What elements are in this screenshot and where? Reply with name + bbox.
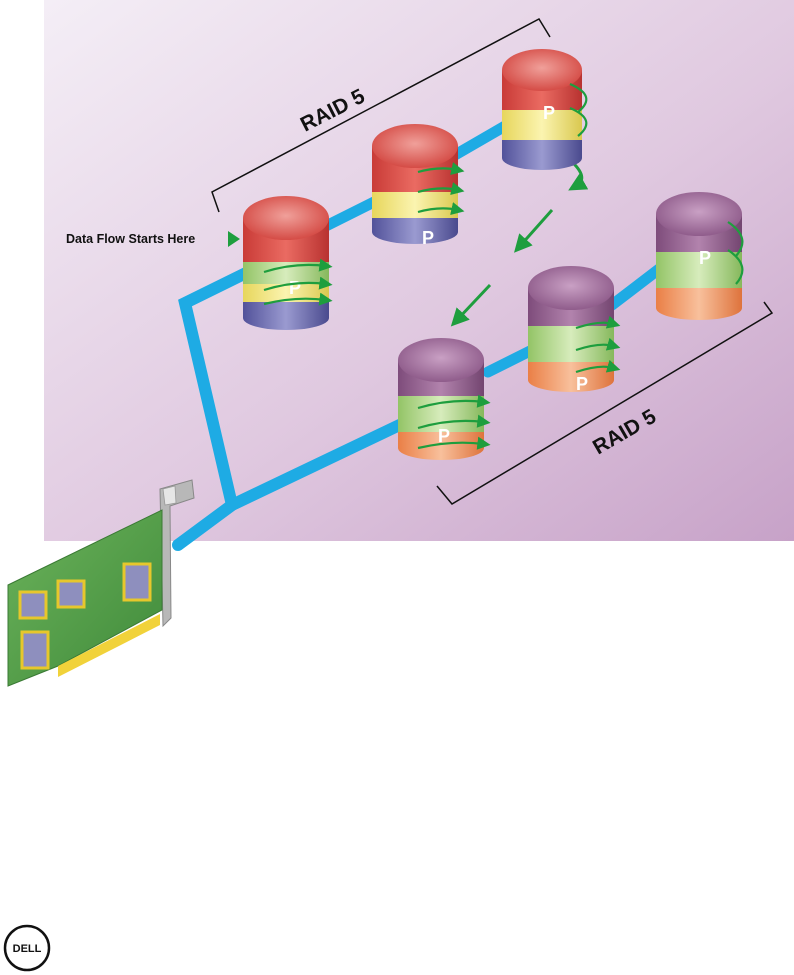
- disk-1: P: [243, 196, 329, 330]
- dell-logo-text: DELL: [13, 943, 42, 955]
- disk-3: P: [502, 49, 582, 170]
- parity-label: P: [576, 374, 588, 394]
- parity-label: P: [699, 248, 711, 268]
- disk-2: P: [372, 124, 458, 248]
- parity-label: P: [422, 228, 434, 248]
- dell-logo: DELL: [2, 923, 52, 973]
- disk-4: P: [398, 338, 484, 460]
- parity-label: P: [543, 103, 555, 123]
- parity-label: P: [289, 278, 301, 298]
- data-flow-label: Data Flow Starts Here: [66, 232, 195, 246]
- disk-5: P: [528, 266, 614, 394]
- disk-6: P: [656, 192, 742, 320]
